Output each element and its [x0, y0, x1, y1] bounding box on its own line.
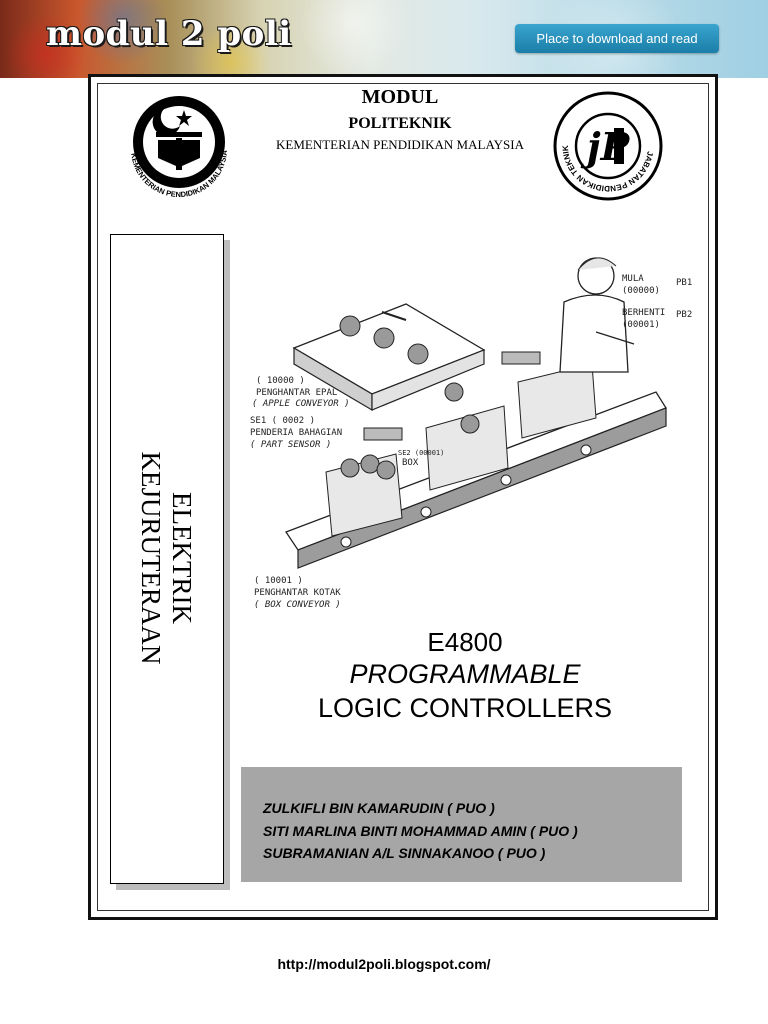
label-sensor-code: SE1 ( 0002 ): [250, 416, 316, 426]
inner-border: [97, 83, 709, 911]
label-box-code: ( 10001 ): [254, 576, 303, 586]
department-line-1: ELEKTRIK: [167, 492, 197, 624]
course-code: E4800: [427, 627, 503, 657]
label-berhenti: BERHENTI: [622, 308, 666, 318]
label-apple-name: PENGHANTAR EPAL: [256, 388, 338, 398]
author-2: SITI MARLINA BINTI MOHAMMAD AMIN ( PUO ): [263, 823, 578, 839]
header-line-politeknik: POLITEKNIK: [348, 115, 452, 132]
blog-url-link[interactable]: http://modul2poli.blogspot.com/: [277, 956, 491, 972]
department-line-2: KEJURUTERAAN: [136, 451, 166, 665]
label-se2: SE2 (00001): [398, 449, 445, 457]
department-side-box: [110, 234, 224, 884]
plc-conveyor-illustration: MULA (00000) PB1 BERHENTI (00001) PB2 ( …: [246, 232, 702, 630]
document-header: MODUL POLITEKNIK KEMENTERIAN PENDIDIKAN …: [250, 86, 550, 153]
ministry-crest-icon: KEMENTERIAN PENDIDIKAN MALAYSIA: [129, 96, 229, 199]
download-read-button[interactable]: Place to download and read: [515, 24, 719, 53]
course-subtitle: LOGIC CONTROLLERS: [317, 693, 613, 723]
course-name: PROGRAMMABLE: [349, 659, 581, 689]
label-sensor-name: PENDERIA BAHAGIAN: [250, 428, 343, 438]
label-pb2: PB2: [676, 310, 693, 320]
label-apple-code: ( 10000 ): [256, 376, 305, 386]
label-apple-en: ( APPLE CONVEYOR ): [252, 399, 350, 409]
authors-panel: ZULKIFLI BIN KAMARUDIN ( PUO ) SITI MARL…: [241, 767, 682, 882]
department-label: ELEKTRIK KEJURUTERAAN: [135, 452, 197, 665]
author-1: ZULKIFLI BIN KAMARUDIN ( PUO ): [263, 800, 495, 816]
course-title: E4800 PROGRAMMABLE LOGIC CONTROLLERS: [246, 626, 684, 726]
author-3: SUBRAMANIAN A/L SINNAKANOO ( PUO ): [263, 845, 546, 861]
label-mula-code: (00000): [622, 286, 660, 296]
label-mula: MULA: [622, 274, 644, 284]
label-sensor-en: ( PART SENSOR ): [250, 440, 332, 450]
label-berhenti-code: (00001): [622, 320, 660, 330]
label-box: BOX: [402, 458, 419, 468]
jpt-logo-icon: jP JABATAN PENDIDIKAN TEKNIKAL: [552, 90, 663, 201]
label-box-name: PENGHANTAR KOTAK: [254, 588, 341, 598]
conveyor-diagram-icon: [285, 257, 667, 569]
label-pb1: PB1: [676, 278, 693, 288]
header-line-ministry: KEMENTERIAN PENDIDIKAN MALAYSIA: [276, 137, 524, 152]
label-box-en: ( BOX CONVEYOR ): [254, 600, 341, 610]
header-line-modul: MODUL: [361, 86, 439, 108]
site-banner: modul 2 poli Place to download and read: [0, 0, 768, 78]
brand-logo-text[interactable]: modul 2 poli: [46, 14, 292, 54]
